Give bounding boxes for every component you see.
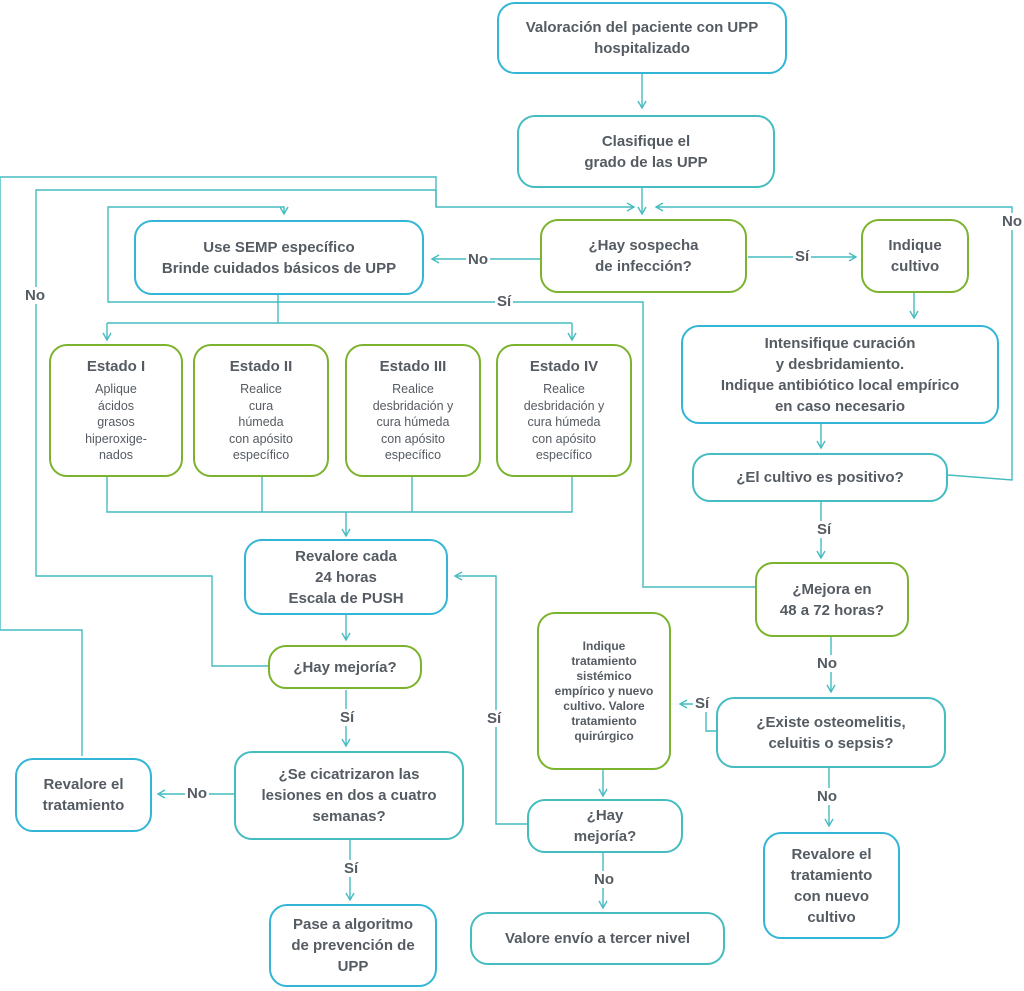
node-hay-mejoria-2: ¿Hay mejoría? <box>527 799 683 853</box>
label-no-mejora48: No <box>815 655 839 672</box>
node-mejora-48: ¿Mejora en 48 a 72 horas? <box>755 562 909 637</box>
node-revalore-24: Revalore cada 24 horas Escala de PUSH <box>244 539 448 615</box>
node-sospecha: ¿Hay sospecha de infección? <box>540 219 747 293</box>
estado-2-desc: Realice cura húmeda con apósito específi… <box>229 382 293 463</box>
node-osteomelitis: ¿Existe osteomelitis, celuitis o sepsis? <box>716 697 946 768</box>
node-revalore-nuevo-cultivo: Revalore el tratamiento con nuevo cultiv… <box>763 832 900 939</box>
label-no-right: No <box>1000 213 1024 230</box>
node-intensifique-text: Intensifique curación y desbridamiento. … <box>720 334 960 415</box>
estado-3-title: Estado III <box>379 358 447 376</box>
node-clasifique: Clasifique el grado de las UPP <box>517 115 775 188</box>
estado-3: Estado III Realice desbridación y cura h… <box>345 344 481 477</box>
node-pase-algoritmo-text: Pase a algoritmo de prevención de UPP <box>291 916 415 975</box>
estado-4: Estado IV Realice desbridación y cura hú… <box>496 344 632 477</box>
node-clasifique-text: Clasifique el grado de las UPP <box>584 132 708 171</box>
estado-3-desc: Realice desbridación y cura húmeda con a… <box>372 382 454 463</box>
node-indique-cultivo: Indique cultivo <box>861 219 969 293</box>
estado-4-desc: Realice desbridación y cura húmeda con a… <box>523 382 605 463</box>
node-revalore-24-text: Revalore cada 24 horas Escala de PUSH <box>288 547 404 607</box>
node-cultivo-positivo: ¿El cultivo es positivo? <box>692 453 948 502</box>
label-no-osteo: No <box>815 788 839 805</box>
node-intensifique: Intensifique curación y desbridamiento. … <box>681 325 999 424</box>
link-estados-merge <box>106 477 573 536</box>
label-no-cicatriz: No <box>185 785 209 802</box>
label-no-left: No <box>23 287 47 304</box>
link-revalore-loop <box>0 176 437 756</box>
link-semp-estados <box>107 295 572 324</box>
label-si-mejoria2: Sí <box>485 710 504 727</box>
node-tercer-nivel: Valore envío a tercer nivel <box>470 912 725 965</box>
node-sospecha-text: ¿Hay sospecha de infección? <box>588 237 699 275</box>
estado-2: Estado II Realice cura húmeda con apósit… <box>193 344 329 477</box>
label-no-mejoria2: No <box>592 871 616 888</box>
estado-2-title: Estado II <box>229 358 293 376</box>
estado-4-title: Estado IV <box>529 358 599 376</box>
label-si-cultivo: Sí <box>815 521 834 538</box>
node-tercer-nivel-text: Valore envío a tercer nivel <box>504 930 691 947</box>
link-mejora-si-loop <box>107 206 755 588</box>
node-hay-mejoria-1: ¿Hay mejoría? <box>268 645 422 689</box>
node-semp-text: Use SEMP específico Brinde cuidados bási… <box>161 238 397 277</box>
node-mejora-48-text: ¿Mejora en 48 a 72 horas? <box>779 580 885 619</box>
node-cicatrizaron-text: ¿Se cicatrizaron las lesiones en dos a c… <box>261 766 437 825</box>
node-sistemico: Indique tratamiento sistémico empírico y… <box>537 612 671 770</box>
label-no-sospecha: No <box>466 251 490 268</box>
node-revalore-tratamiento: Revalore el tratamiento <box>15 758 152 832</box>
link-mejoria2-revalore <box>453 571 527 825</box>
estado-1-desc: Aplique ácidos grasos hiperoxige- nados <box>85 382 147 463</box>
node-indique-cultivo-text: Indique cultivo <box>888 237 942 275</box>
estado-1: Estado I Aplique ácidos grasos hiperoxig… <box>49 344 183 477</box>
node-revalore-nuevo-cultivo-text: Revalore el tratamiento con nuevo cultiv… <box>790 845 873 926</box>
node-pase-algoritmo: Pase a algoritmo de prevención de UPP <box>269 904 437 987</box>
label-si-cicatriz: Sí <box>342 860 361 877</box>
node-revalore-tratamiento-text: Revalore el tratamiento <box>42 776 125 814</box>
node-semp: Use SEMP específico Brinde cuidados bási… <box>134 220 424 295</box>
label-si-osteo: Sí <box>693 695 712 712</box>
node-valoracion: Valoración del paciente con UPP hospital… <box>497 2 787 74</box>
node-hay-mejoria-2-text: ¿Hay mejoría? <box>573 807 637 845</box>
estado-1-title: Estado I <box>86 358 146 376</box>
node-valoracion-text: Valoración del paciente con UPP hospital… <box>525 19 759 57</box>
link-positivo-no-loop <box>654 202 1013 481</box>
node-cultivo-positivo-text: ¿El cultivo es positivo? <box>736 469 904 486</box>
label-si-semp: Sí <box>495 293 514 310</box>
node-cicatrizaron: ¿Se cicatrizaron las lesiones en dos a c… <box>234 751 464 840</box>
node-osteomelitis-text: ¿Existe osteomelitis, celuitis o sepsis? <box>756 713 906 752</box>
node-sistemico-text: Indique tratamiento sistémico empírico y… <box>554 638 654 743</box>
label-si-mejoria1: Sí <box>338 709 357 726</box>
node-hay-mejoria-1-text: ¿Hay mejoría? <box>293 658 397 676</box>
label-si-sospecha: Sí <box>793 248 812 265</box>
